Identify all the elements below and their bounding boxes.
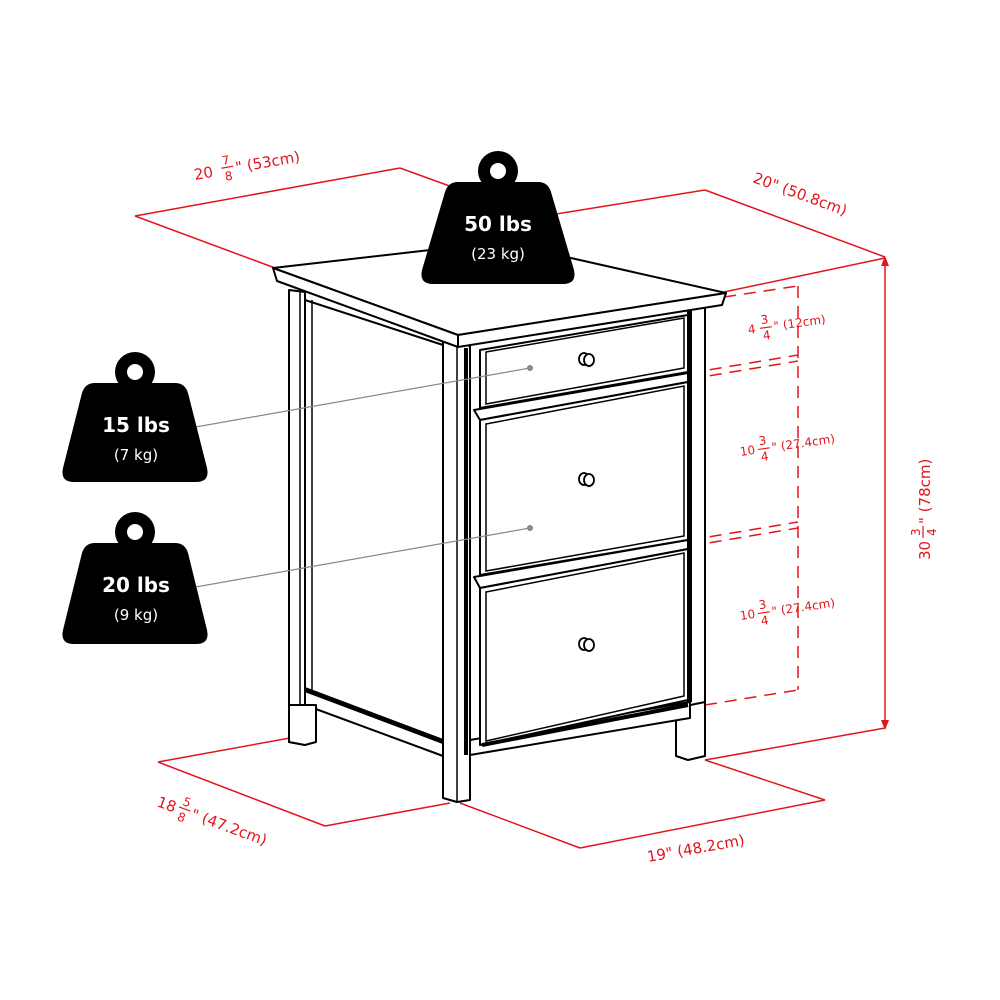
- weight-drawer-lower-lbs: 20 lbs: [102, 573, 170, 597]
- dim-top-depth: 20 7 8 " (53cm): [193, 148, 302, 184]
- dim-drawer-top: 4 3 4 " (12cm): [747, 312, 827, 343]
- weight-leader-lines: [189, 365, 533, 589]
- svg-text:4: 4: [925, 528, 939, 536]
- svg-text:5: 5: [181, 794, 193, 810]
- weight-icon-top: 50 lbs (23 kg): [421, 151, 575, 284]
- svg-text:3: 3: [758, 433, 768, 448]
- svg-text:3: 3: [909, 528, 923, 536]
- kettlebell-weight-icon: [62, 352, 208, 482]
- svg-text:8: 8: [224, 169, 234, 184]
- dim-base-width: 19" (48.2cm): [646, 831, 746, 866]
- weight-drawer-lower-kg: (9 kg): [114, 606, 158, 624]
- dimension-lines: [134, 167, 889, 849]
- dim-height: 30 3 4 " (78cm): [909, 459, 939, 560]
- svg-text:10: 10: [739, 443, 756, 459]
- svg-text:8: 8: [175, 810, 187, 826]
- svg-text:7: 7: [221, 153, 231, 168]
- svg-text:4: 4: [760, 613, 770, 628]
- cabinet-illustration: [272, 241, 727, 803]
- svg-text:19" (48.2cm): 19" (48.2cm): [646, 831, 746, 866]
- svg-text:3: 3: [760, 312, 770, 327]
- weight-top-lbs: 50 lbs: [464, 212, 532, 236]
- svg-text:4: 4: [762, 328, 772, 343]
- weight-top-kg: (23 kg): [471, 245, 525, 263]
- svg-text:" (78cm): " (78cm): [916, 459, 934, 524]
- dim-drawer-bottom: 10 3 4 " (27.4cm): [739, 596, 836, 628]
- svg-text:30: 30: [916, 541, 934, 560]
- svg-text:10: 10: [739, 607, 756, 623]
- svg-text:18: 18: [155, 793, 179, 816]
- kettlebell-weight-icon: [62, 512, 208, 644]
- kettlebell-weight-icon: [421, 151, 575, 284]
- dim-base-depth: 18 5 8 " (47.2cm): [155, 793, 270, 849]
- drawer-knob-icon: [578, 472, 595, 487]
- svg-text:" (27.4cm): " (27.4cm): [771, 596, 836, 619]
- svg-text:20: 20: [193, 163, 215, 184]
- svg-text:4: 4: [760, 449, 770, 464]
- svg-text:" (53cm): " (53cm): [234, 148, 301, 177]
- weight-icon-drawer-top: 15 lbs (7 kg): [62, 352, 208, 482]
- svg-text:" (47.2cm): " (47.2cm): [188, 805, 269, 849]
- svg-text:3: 3: [758, 597, 768, 612]
- drawer-knob-icon: [578, 637, 595, 652]
- weight-drawer-top-lbs: 15 lbs: [102, 413, 170, 437]
- weight-drawer-top-kg: (7 kg): [114, 446, 158, 464]
- weight-icon-drawer-lower: 20 lbs (9 kg): [62, 512, 208, 644]
- svg-text:4: 4: [747, 322, 757, 337]
- dim-drawer-middle: 10 3 4 " (27.4cm): [739, 432, 836, 464]
- svg-text:" (12cm): " (12cm): [773, 312, 827, 333]
- svg-text:" (27.4cm): " (27.4cm): [771, 432, 836, 455]
- drawer-knob-icon: [578, 352, 595, 367]
